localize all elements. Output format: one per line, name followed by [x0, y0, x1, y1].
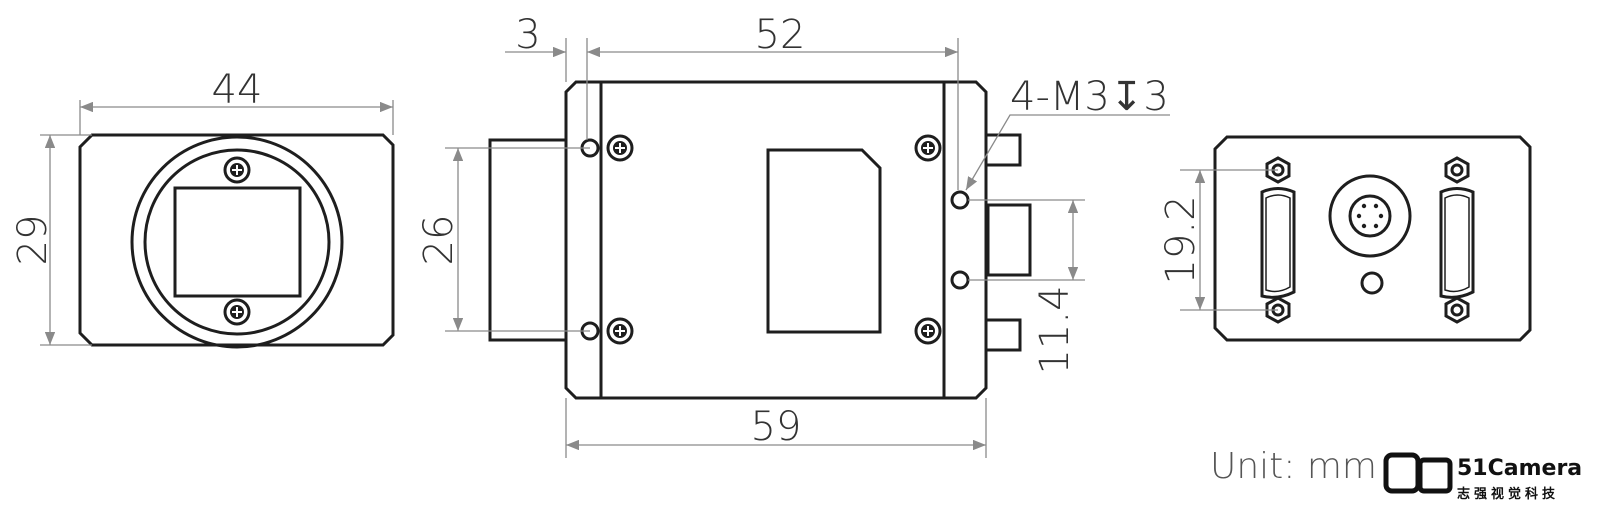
thread-note: 4-M3↧3 [1010, 74, 1169, 120]
dim-total-length: 59 [751, 404, 802, 450]
dim-hole-spacing: 11.4 [1032, 285, 1078, 374]
back-view: 19.2 [1158, 135, 1532, 342]
side-view: 3 52 59 26 11.4 4-M3↧3 [416, 12, 1170, 458]
front-view: 44 29 [10, 67, 395, 349]
logo-subtitle: 志强视觉科技 [1457, 486, 1559, 502]
dim-body-length: 52 [755, 12, 806, 58]
brand-logo: 51Camera 志强视觉科技 [1383, 452, 1582, 502]
dim-mount-height: 26 [416, 215, 462, 266]
dim-front-height: 29 [10, 215, 56, 266]
dim-front-width: 44 [212, 67, 263, 113]
unit-label: Unit: mm [1210, 446, 1377, 487]
dim-connector-spacing: 19.2 [1158, 195, 1204, 284]
logo-name: 51Camera [1457, 456, 1582, 481]
dim-offset: 3 [515, 12, 540, 58]
